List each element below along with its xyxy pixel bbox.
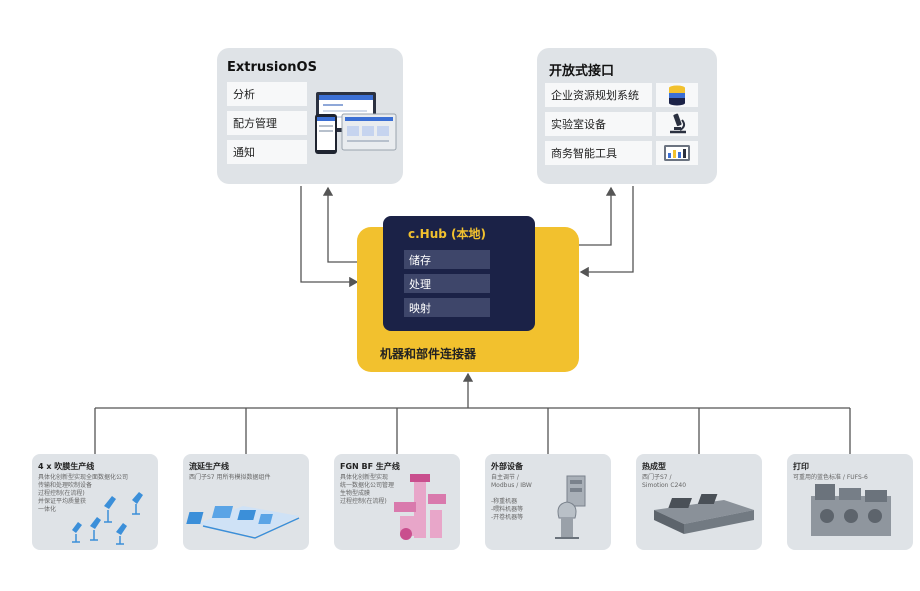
line-card-fgn-bf[interactable]: FGN BF 生产线 具体化创新型实现 统一数据化公司管理 生物型成膜 过程控制… xyxy=(334,454,460,550)
database-server-icon xyxy=(669,85,685,106)
line-card-desc: 可重用的蓝色标准 / FUFS-6 xyxy=(793,474,868,481)
chub-title: c.Hub (本地) xyxy=(408,227,486,241)
printing-icon xyxy=(811,484,891,536)
hub-label: 机器和部件连接器 xyxy=(380,347,477,361)
connector-hub-to-extrusionos xyxy=(322,186,357,263)
line-card-thermoforming[interactable]: 热成型 西门子S7 / Simotion C240 xyxy=(636,454,762,550)
line-card-title: 流延生产线 xyxy=(189,462,229,471)
line-card-desc: 具体化创新型实现全面数据化公司 传输和处理吹制设备 过程控制(在流程) 并保证平… xyxy=(38,474,129,513)
bi-monitor-icon xyxy=(664,145,690,161)
connector-hub-to-interface xyxy=(579,186,617,246)
line-card-blown-film[interactable]: 4 x 吹膜生产线 具体化创新型实现全面数据化公司 传输和处理吹制设备 过程控制… xyxy=(32,454,158,550)
line-card-title: 热成型 xyxy=(642,462,666,471)
line-card-cast-line[interactable]: 流延生产线 西门子S7 用所有模拟数据组件 xyxy=(183,454,309,550)
microscope-icon xyxy=(670,113,686,134)
connector-interface-to-hub xyxy=(579,186,634,278)
peripheral-icon xyxy=(555,475,586,539)
line-card-desc: 自主调节 / Modbus / IBW -称重机器 -喂料机器等 -开卷机器等 xyxy=(491,474,532,521)
blow-film-icon xyxy=(72,492,143,545)
extrusionos-item-recipe[interactable]: 配方管理 xyxy=(227,111,307,135)
interface-item-erp[interactable]: 企业资源规划系统 xyxy=(545,83,652,107)
connector-extrusionos-to-hub xyxy=(300,186,359,288)
line-card-printing[interactable]: 打印 可重用的蓝色标准 / FUFS-6 xyxy=(787,454,913,550)
open-interface-title: 开放式接口 xyxy=(549,64,615,79)
line-card-desc: 西门子S7 用所有模拟数据组件 xyxy=(189,474,271,481)
interface-icon-cell-1 xyxy=(656,83,698,107)
chub-item-processing[interactable]: 处理 xyxy=(404,274,490,293)
interface-icon-cell-2 xyxy=(656,112,698,136)
line-card-title: FGN BF 生产线 xyxy=(340,462,400,471)
line-card-title: 外部设备 xyxy=(491,462,523,471)
extrusionos-title: ExtrusionOS xyxy=(227,60,317,75)
chub-item-mapping[interactable]: 映射 xyxy=(404,298,490,317)
extrusionos-item-analysis[interactable]: 分析 xyxy=(227,82,307,106)
dashboard-devices-icon xyxy=(315,92,397,154)
thermoforming-icon xyxy=(654,494,754,534)
cast-line-icon xyxy=(186,506,300,539)
extrusionos-card: ExtrusionOS 分析 配方管理 通知 xyxy=(217,48,403,184)
interface-icon-cell-3 xyxy=(656,141,698,165)
line-card-title: 打印 xyxy=(793,462,809,471)
open-interface-card: 开放式接口 企业资源规划系统 实验室设备 商务智能工具 xyxy=(537,48,717,184)
line-card-peripherals[interactable]: 外部设备 自主调节 / Modbus / IBW -称重机器 -喂料机器等 -开… xyxy=(485,454,611,550)
interface-item-lab[interactable]: 实验室设备 xyxy=(545,112,652,136)
chub-item-storage[interactable]: 储存 xyxy=(404,250,490,269)
line-card-title: 4 x 吹膜生产线 xyxy=(38,462,95,471)
fgn-line-icon xyxy=(394,474,446,540)
interface-item-bi[interactable]: 商务智能工具 xyxy=(545,141,652,165)
extrusionos-item-notify[interactable]: 通知 xyxy=(227,140,307,164)
line-card-desc: 具体化创新型实现 统一数据化公司管理 生物型成膜 过程控制(在流程) xyxy=(340,474,395,505)
line-card-desc: 西门子S7 / Simotion C240 xyxy=(642,474,687,489)
